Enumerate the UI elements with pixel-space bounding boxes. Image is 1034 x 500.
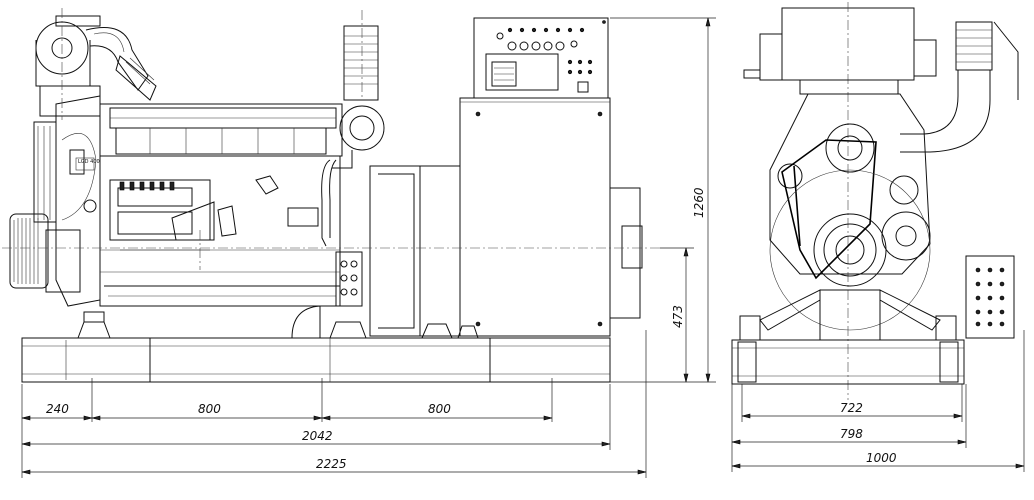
dim-473: 473	[671, 305, 685, 328]
end-view: 722 798 1000	[731, 2, 1025, 472]
alternator	[335, 97, 643, 337]
dim-2042: 2042	[302, 429, 333, 443]
end-dimensions	[731, 330, 1025, 472]
control-panel	[473, 17, 609, 99]
front-pulleys	[9, 121, 81, 293]
engine-block	[99, 103, 343, 307]
end-dimension-labels: 722 798 1000	[840, 401, 897, 465]
dim-1260: 1260	[692, 187, 706, 218]
dim-800-right: 800	[428, 402, 451, 416]
dim-800-left: 800	[198, 402, 221, 416]
dim-798: 798	[840, 427, 863, 441]
dim-722: 722	[840, 401, 863, 415]
dim-1000: 1000	[866, 451, 897, 465]
timing-case: LGD 400	[55, 95, 101, 307]
engine-mounts	[77, 305, 479, 339]
air-intake	[35, 8, 157, 120]
dim-2225: 2225	[316, 457, 347, 471]
base-frame	[21, 337, 611, 383]
turbocharger	[321, 10, 385, 247]
side-dimensions	[21, 17, 716, 478]
injection-pump	[109, 179, 215, 251]
side-view: LGD 400	[2, 8, 716, 478]
side-dimension-labels: 240 800 800 2042 2225 1260 473	[46, 187, 706, 471]
dim-240: 240	[46, 402, 69, 416]
nameplate-label: LGD 400	[78, 159, 100, 165]
